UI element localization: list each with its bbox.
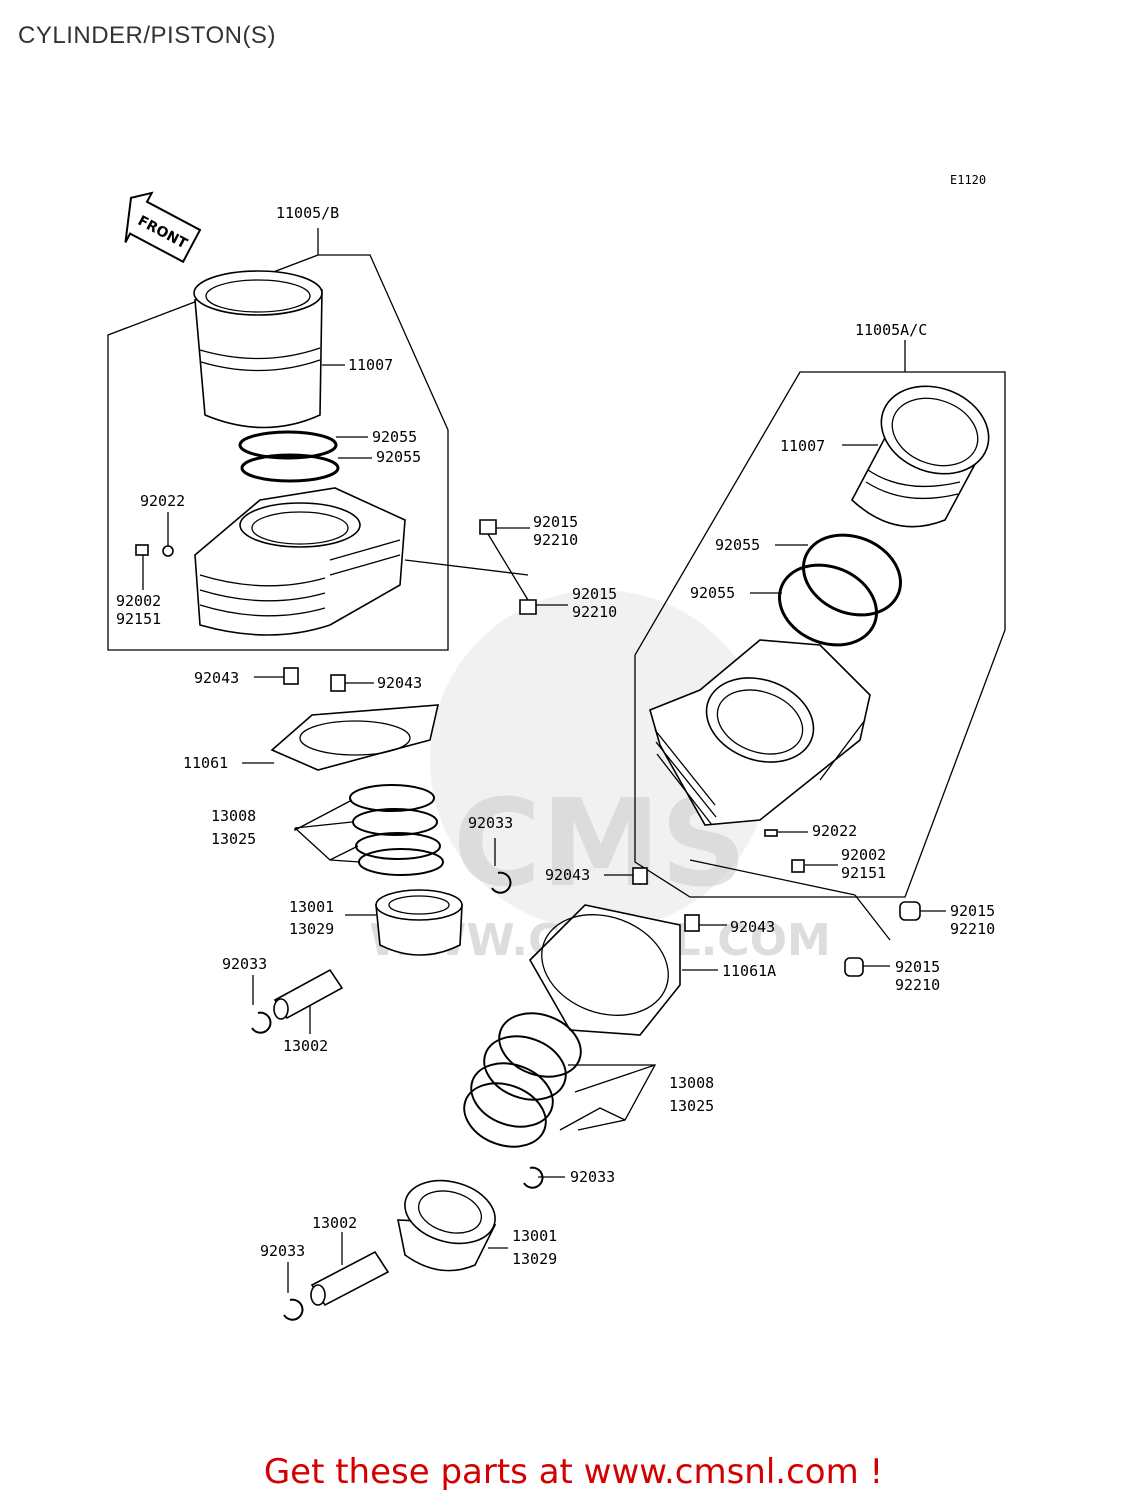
callout-13008: 13008 xyxy=(669,1074,714,1092)
callout-92015: 92015 xyxy=(950,902,995,920)
piston-pin-right xyxy=(310,1232,390,1307)
callout-92033: 92033 xyxy=(570,1168,615,1186)
callout-11061a: 11061A xyxy=(722,962,776,980)
callout-92055: 92055 xyxy=(376,448,421,466)
callout-13029: 13029 xyxy=(512,1250,557,1268)
o-ring-right-lower xyxy=(778,563,878,647)
callout-11007: 11007 xyxy=(348,356,393,374)
callout-92055: 92055 xyxy=(690,584,735,602)
o-ring-left-lower xyxy=(240,453,340,483)
callout-11005-a-c: 11005A/C xyxy=(855,321,927,339)
callout-92015: 92015 xyxy=(895,958,940,976)
callout-92022: 92022 xyxy=(140,492,185,510)
callout-13029: 13029 xyxy=(289,920,334,938)
callouts: 11005/B 11005A/C 11007 11007 92055 92055… xyxy=(116,204,995,1268)
callout-92210: 92210 xyxy=(895,976,940,994)
cap-nut-right xyxy=(689,859,946,977)
piston-rings-right xyxy=(463,1012,657,1148)
callout-92015: 92015 xyxy=(533,513,578,531)
circlip-right-2 xyxy=(283,1298,304,1321)
callout-92033: 92033 xyxy=(468,814,513,832)
circlip-left-1 xyxy=(491,871,512,894)
callout-13008: 13008 xyxy=(211,807,256,825)
callout-92015: 92015 xyxy=(572,585,617,603)
callout-92043: 92043 xyxy=(377,674,422,692)
piston-right xyxy=(397,1179,508,1272)
callout-92210: 92210 xyxy=(950,920,995,938)
callout-92210: 92210 xyxy=(533,531,578,549)
o-ring-right-upper xyxy=(802,533,902,617)
dowel-left-2 xyxy=(330,674,346,692)
callout-13002: 13002 xyxy=(312,1214,357,1232)
callout-92022: 92022 xyxy=(812,822,857,840)
circlip-left-2 xyxy=(251,1011,272,1034)
front-arrow-icon: FRONT xyxy=(124,191,202,264)
callout-92043: 92043 xyxy=(730,918,775,936)
cylinder-sleeve-right xyxy=(842,385,990,528)
callout-92043: 92043 xyxy=(545,866,590,884)
callout-92055: 92055 xyxy=(715,536,760,554)
dowel-right-1 xyxy=(632,867,648,885)
piston-rings-left xyxy=(294,784,444,876)
callout-11007: 11007 xyxy=(780,437,825,455)
cylinder-body-left xyxy=(194,487,406,636)
footer-promo-link[interactable]: Get these parts at www.cmsnl.com ! xyxy=(263,1452,884,1492)
callout-13025: 13025 xyxy=(211,830,256,848)
page-title: CYLINDER/PISTON(S) xyxy=(18,22,276,49)
callout-92033: 92033 xyxy=(222,955,267,973)
callout-13001: 13001 xyxy=(512,1227,557,1245)
bracket-11005-b xyxy=(107,228,449,651)
dowel-left-1 xyxy=(283,667,299,685)
callout-13025: 13025 xyxy=(669,1097,714,1115)
callout-92002: 92002 xyxy=(116,592,161,610)
callout-92002: 92002 xyxy=(841,846,886,864)
bolt-right xyxy=(764,829,838,873)
callout-92151: 92151 xyxy=(841,864,886,882)
diagram-code: E1120 xyxy=(950,173,986,187)
cylinder-body-right xyxy=(649,639,871,826)
bracket-11005-a-c xyxy=(634,340,1006,898)
piston-left xyxy=(345,889,463,956)
bolt-left xyxy=(135,512,174,590)
callout-92210: 92210 xyxy=(572,603,617,621)
o-ring-left-upper xyxy=(238,430,338,460)
dowel-right-2 xyxy=(684,914,700,932)
callout-92033: 92033 xyxy=(260,1242,305,1260)
callout-92043: 92043 xyxy=(194,669,239,687)
base-gasket-left xyxy=(242,704,440,771)
callout-92151: 92151 xyxy=(116,610,161,628)
cylinder-sleeve-left xyxy=(193,270,323,429)
callout-13001: 13001 xyxy=(289,898,334,916)
watermark: CMS WWW.CMSNL.COM xyxy=(369,590,831,966)
callout-11061: 11061 xyxy=(183,754,228,772)
circlip-right-1 xyxy=(523,1166,544,1189)
callout-13002: 13002 xyxy=(283,1037,328,1055)
callout-92055: 92055 xyxy=(372,428,417,446)
cap-nut-upper-left xyxy=(404,519,568,615)
callout-11005-b: 11005/B xyxy=(276,204,339,222)
piston-pin-left xyxy=(273,968,344,1034)
